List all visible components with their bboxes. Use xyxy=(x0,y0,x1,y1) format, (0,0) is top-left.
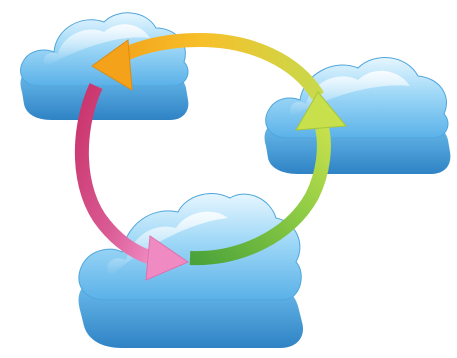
sync-arrow-right-to-top-left xyxy=(91,32,324,100)
sync-arrow-bottom-to-right xyxy=(189,91,347,266)
bottom-cloud xyxy=(78,193,304,348)
sync-arrow-top-left-to-bottom xyxy=(74,83,190,281)
top-left-cloud xyxy=(20,12,189,120)
